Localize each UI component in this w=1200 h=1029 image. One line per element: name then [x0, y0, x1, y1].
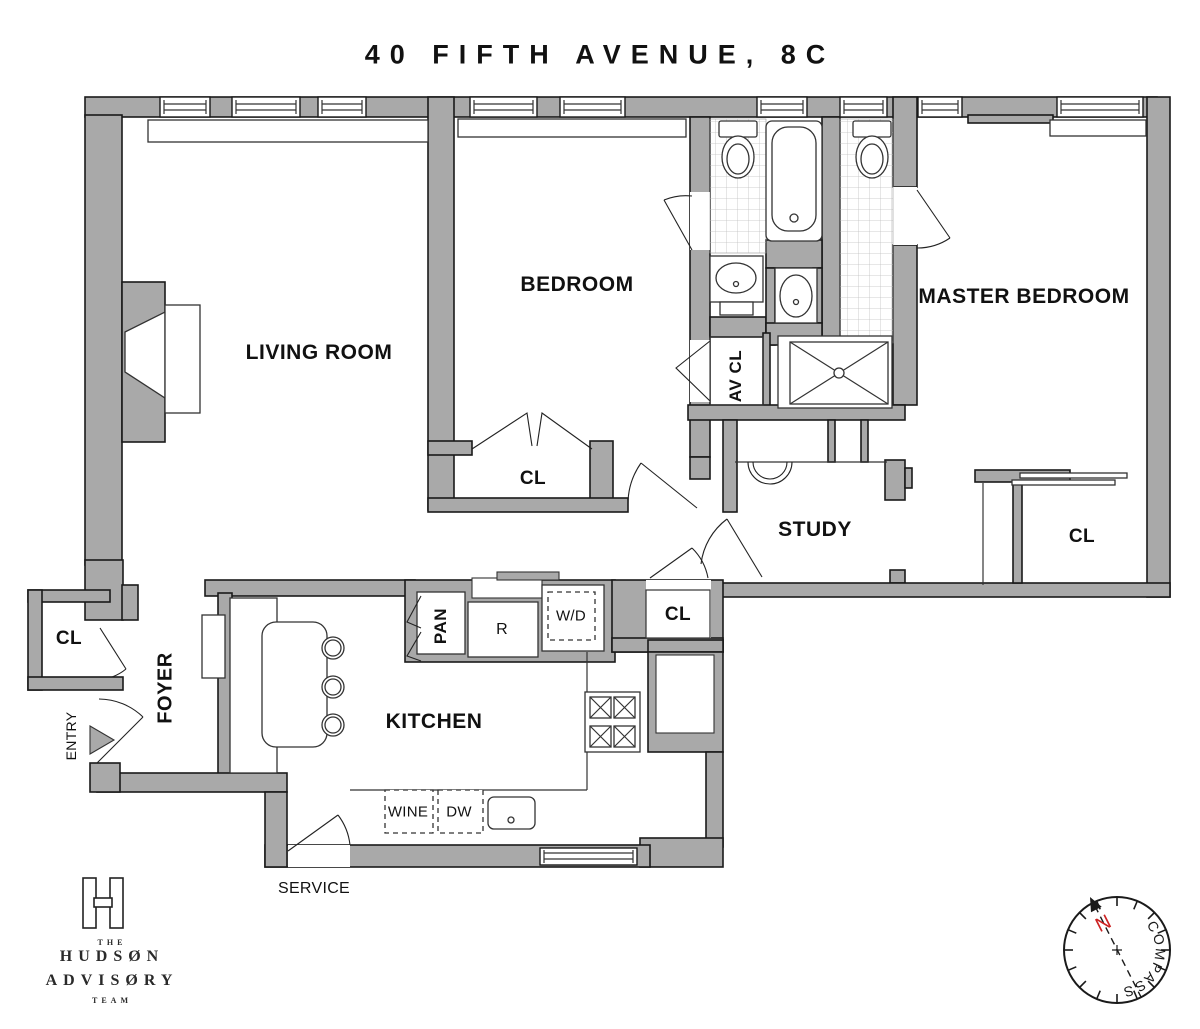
window — [539, 847, 638, 866]
compass-icon: N COMPASS — [1063, 896, 1171, 1004]
window — [317, 96, 367, 118]
av-closet-label: AV CL — [726, 349, 745, 403]
logo-the: THE — [97, 938, 127, 947]
logo-team: TEAM — [92, 996, 132, 1005]
page-title: 40 FIFTH AVENUE, 8C — [364, 39, 836, 70]
study-sink-icon — [735, 461, 887, 485]
island-table-icon — [261, 621, 328, 748]
hall-closet-door-icon — [649, 547, 709, 579]
bedroom-closet-label: CL — [519, 468, 547, 489]
entry-label: ENTRY — [63, 711, 79, 761]
foyer-label: FOYER — [154, 652, 177, 724]
entry-closet-label: CL — [55, 628, 83, 649]
window — [839, 96, 888, 118]
bedroom-door-icon — [627, 462, 698, 509]
compass-needle — [1094, 905, 1143, 1000]
foyer-cabinet — [201, 614, 226, 679]
window — [1056, 96, 1144, 118]
shower-icon — [777, 335, 893, 409]
bifold-doors-icon — [471, 412, 593, 450]
hall-closet-label: CL — [664, 604, 692, 625]
toilet-icon — [718, 120, 758, 179]
master-bedroom-door-icon — [916, 189, 951, 249]
hall-closet-box — [645, 589, 711, 639]
bath-door-icon — [663, 195, 693, 251]
kitchen-sink-icon — [487, 796, 536, 830]
living-room-sill — [147, 119, 429, 143]
entry-closet-door-icon — [99, 627, 127, 678]
fixtures — [89, 118, 1147, 852]
toilet-icon — [852, 120, 892, 179]
living-room-label: LIVING ROOM — [245, 341, 393, 364]
master-closet-label: CL — [1068, 526, 1096, 547]
service-label: SERVICE — [277, 880, 351, 897]
sink-icon — [774, 267, 818, 324]
service-door-icon — [287, 814, 351, 852]
window — [917, 96, 963, 118]
window — [756, 96, 808, 118]
washer-dryer-label: W/D — [555, 607, 587, 625]
entry-arrow-icon — [89, 725, 116, 755]
windows — [159, 96, 1144, 866]
walls — [27, 96, 1171, 868]
logo-hudson: HUDSØN — [59, 948, 165, 965]
bedroom-label: BEDROOM — [520, 273, 634, 296]
fireplace-icon — [124, 304, 201, 414]
dishwasher-label: DW — [446, 803, 472, 821]
pantry-label: PAN — [431, 607, 450, 645]
study-label: STUDY — [778, 518, 852, 541]
wine-box — [384, 789, 434, 834]
av-closet-door-icon — [675, 340, 711, 402]
window — [469, 96, 538, 118]
bathtub-icon — [765, 120, 823, 242]
stool-icon — [321, 636, 345, 737]
av-closet-box — [709, 336, 764, 406]
refrigerator-label: R — [496, 621, 508, 638]
washer-dryer-box — [547, 591, 596, 641]
dishwasher-box — [437, 789, 484, 834]
stove-icon — [584, 691, 641, 753]
logo-advisory: ADVISØRY — [45, 972, 179, 989]
wine-label: WINE — [387, 803, 429, 821]
master-sill — [1049, 119, 1147, 137]
bedroom-sill — [457, 118, 687, 138]
window — [231, 96, 301, 118]
window — [159, 96, 211, 118]
entry-door-icon — [96, 698, 144, 764]
sliding-doors-icon — [982, 472, 1128, 585]
window — [559, 96, 626, 118]
refrigerator-box — [467, 601, 539, 658]
pass-through-counter — [496, 571, 560, 581]
study-door-icon — [700, 518, 763, 578]
master-bedroom-label: MASTER BEDROOM — [918, 285, 1130, 308]
kitchen-label: KITCHEN — [385, 710, 483, 733]
compass-arrowhead — [1090, 897, 1102, 913]
hudson-logo-icon — [82, 877, 124, 929]
pantry-icon — [406, 591, 466, 662]
sink-icon — [709, 255, 764, 316]
shaft-box — [655, 654, 715, 734]
